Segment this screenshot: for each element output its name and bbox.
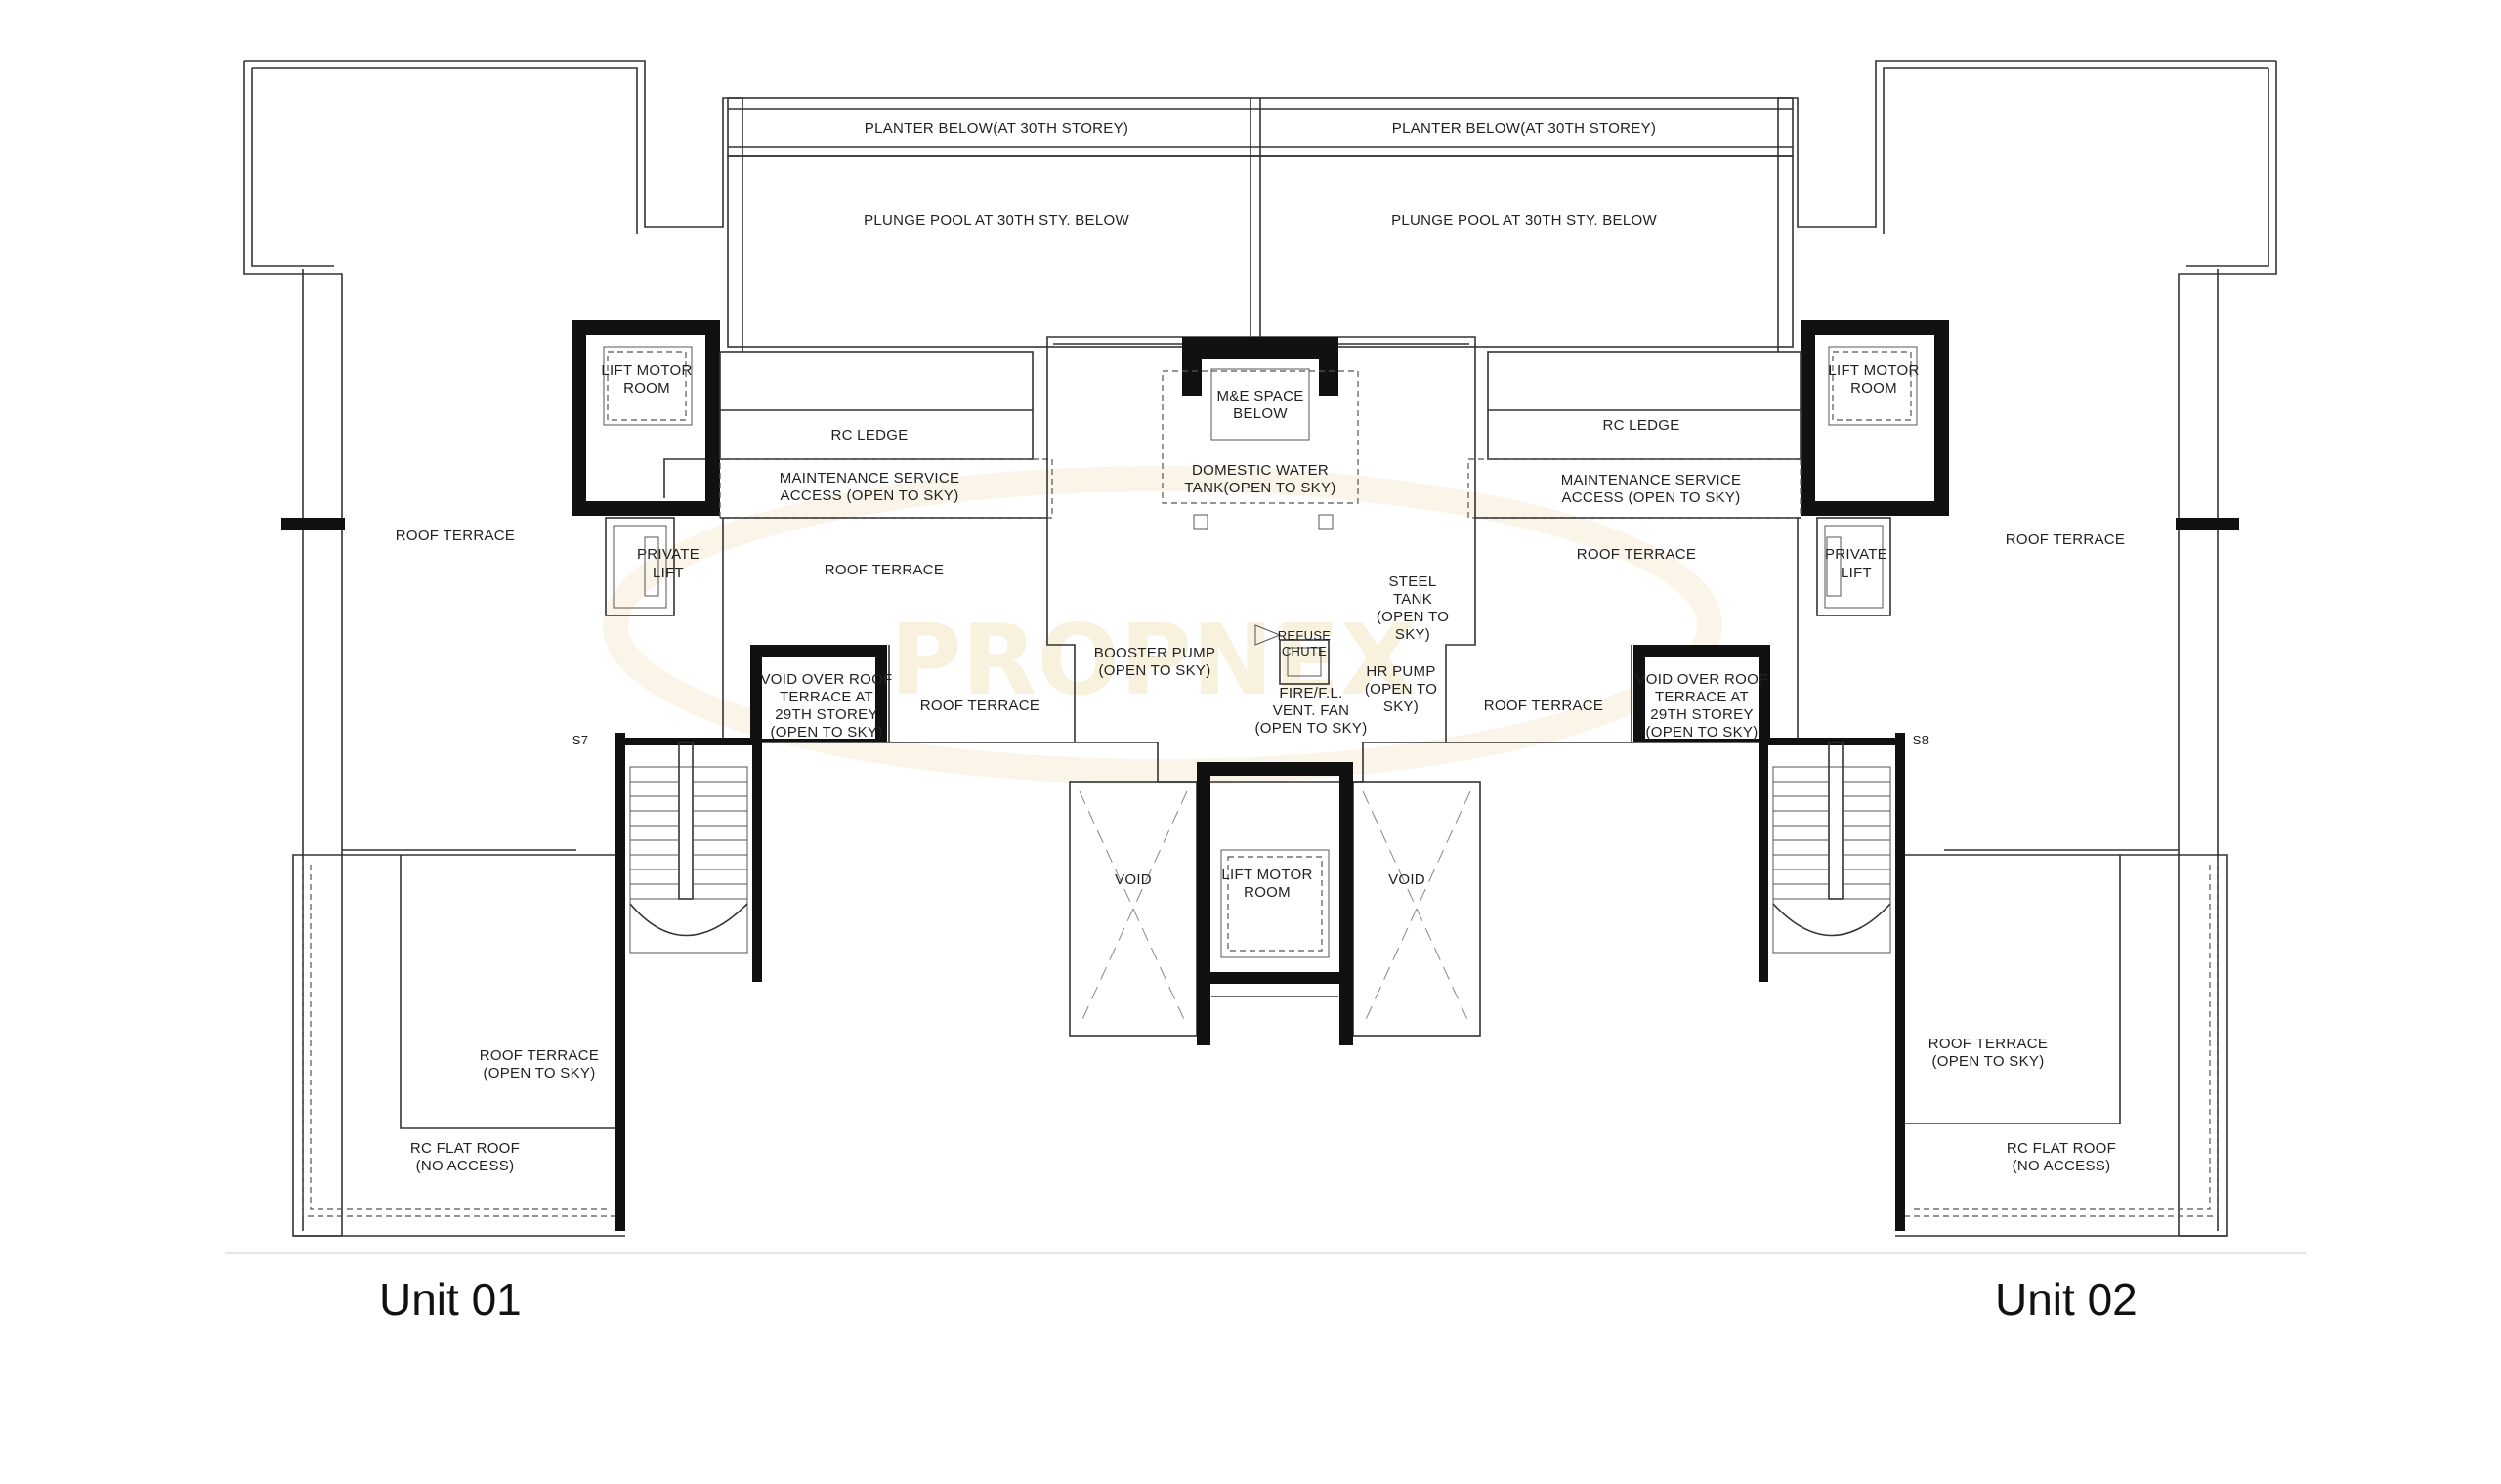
label-roof-terrace-small-right: ROOF TERRACE [1484, 698, 1604, 714]
label-void-over-right-1: VOID OVER ROOF [1635, 671, 1767, 688]
label-void-over-right-4: (OPEN TO SKY) [1645, 724, 1758, 741]
label-fire-3: (OPEN TO SKY) [1254, 720, 1367, 737]
label-steel-4: SKY) [1395, 626, 1430, 643]
label-void-right: VOID [1388, 871, 1425, 888]
label-private-lift-right-2: LIFT [1841, 565, 1872, 581]
label-void-over-left-4: (OPEN TO SKY) [770, 724, 882, 741]
central-lower [1069, 762, 1481, 1045]
label-void-left: VOID [1115, 871, 1152, 888]
label-maint-right-2: ACCESS (OPEN TO SKY) [1562, 489, 1741, 506]
label-plunge-right: PLUNGE POOL AT 30TH STY. BELOW [1391, 212, 1657, 229]
label-booster-2: (OPEN TO SKY) [1098, 662, 1210, 679]
label-private-lift-right-1: PRIVATE [1825, 546, 1887, 563]
label-domestic-2: TANK(OPEN TO SKY) [1184, 480, 1335, 496]
label-steel-2: TANK [1393, 591, 1432, 608]
label-hr-2: (OPEN TO [1365, 681, 1437, 698]
label-rc-flat-left-1: RC FLAT ROOF [410, 1140, 520, 1157]
label-void-over-right-2: TERRACE AT [1655, 689, 1749, 705]
label-planter-left: PLANTER BELOW(AT 30TH STOREY) [865, 120, 1128, 137]
label-planter-right: PLANTER BELOW(AT 30TH STOREY) [1392, 120, 1656, 137]
label-maint-right-1: MAINTENANCE SERVICE [1561, 472, 1742, 488]
label-rc-flat-left-2: (NO ACCESS) [416, 1158, 515, 1174]
label-rc-flat-right-1: RC FLAT ROOF [2007, 1140, 2116, 1157]
label-refuse-1: REFUSE [1278, 628, 1332, 643]
label-refuse-2: CHUTE [1282, 644, 1327, 658]
label-void-over-left-1: VOID OVER ROOF [760, 671, 892, 688]
label-rc-ledge-left: RC LEDGE [830, 427, 908, 444]
label-rc-ledge-right: RC LEDGE [1602, 417, 1679, 434]
room-labels: PLANTER BELOW(AT 30TH STOREY) PLANTER BE… [396, 120, 2126, 1174]
unit-02-caption: Unit 02 [1995, 1274, 2138, 1325]
label-rt-open-left-1: ROOF TERRACE [480, 1047, 600, 1064]
label-rc-flat-right-2: (NO ACCESS) [2013, 1158, 2111, 1174]
left-lift-motor-room [572, 320, 720, 516]
label-steel-3: (OPEN TO [1377, 609, 1449, 625]
right-staircase [1759, 733, 1905, 1231]
label-lift-motor-right-1: LIFT MOTOR [1828, 362, 1919, 379]
label-booster-1: BOOSTER PUMP [1094, 645, 1215, 661]
label-stair-right-tag: S8 [1913, 733, 1929, 747]
label-void-over-left-3: 29TH STOREY [775, 706, 878, 723]
right-lift-motor-room [1801, 320, 1949, 516]
label-hr-3: SKY) [1383, 699, 1419, 715]
label-lift-motor-center-2: ROOM [1244, 884, 1291, 901]
label-rt-open-right-2: (OPEN TO SKY) [1931, 1053, 2044, 1070]
label-lift-motor-left-2: ROOM [623, 380, 670, 397]
label-roof-terrace-small-left: ROOF TERRACE [920, 698, 1040, 714]
label-domestic-1: DOMESTIC WATER [1192, 462, 1329, 479]
label-void-over-left-2: TERRACE AT [780, 689, 873, 705]
label-lift-motor-right-2: ROOM [1850, 380, 1897, 397]
unit-01-caption: Unit 01 [379, 1274, 522, 1325]
right-outer-shell [1777, 60, 2277, 1237]
label-maint-left-1: MAINTENANCE SERVICE [780, 470, 960, 487]
label-hr-1: HR PUMP [1366, 663, 1435, 680]
label-me-space-2: BELOW [1233, 405, 1288, 422]
label-stair-left-tag: S7 [572, 733, 589, 747]
label-roof-terrace-far-right: ROOF TERRACE [2006, 531, 2126, 548]
label-rt-open-left-2: (OPEN TO SKY) [483, 1065, 595, 1081]
label-private-lift-left-2: LIFT [653, 565, 684, 581]
label-roof-terrace-mid-right: ROOF TERRACE [1577, 546, 1697, 563]
label-roof-terrace-mid-left: ROOF TERRACE [825, 562, 945, 578]
right-mid-terrace [1446, 517, 1891, 743]
label-lift-motor-center-1: LIFT MOTOR [1221, 867, 1312, 883]
label-plunge-left: PLUNGE POOL AT 30TH STY. BELOW [864, 212, 1129, 229]
label-private-lift-left-1: PRIVATE [637, 546, 699, 563]
label-fire-1: FIRE/F.L. [1279, 685, 1342, 701]
label-me-space-1: M&E SPACE [1216, 388, 1303, 404]
label-roof-terrace-far-left: ROOF TERRACE [396, 528, 516, 544]
label-lift-motor-left-1: LIFT MOTOR [601, 362, 692, 379]
label-fire-2: VENT. FAN [1273, 702, 1350, 719]
left-staircase [615, 733, 762, 1231]
label-steel-1: STEEL [1388, 573, 1436, 590]
label-maint-left-2: ACCESS (OPEN TO SKY) [781, 488, 959, 504]
label-rt-open-right-1: ROOF TERRACE [1929, 1036, 2049, 1052]
label-void-over-right-3: 29TH STOREY [1650, 706, 1754, 723]
